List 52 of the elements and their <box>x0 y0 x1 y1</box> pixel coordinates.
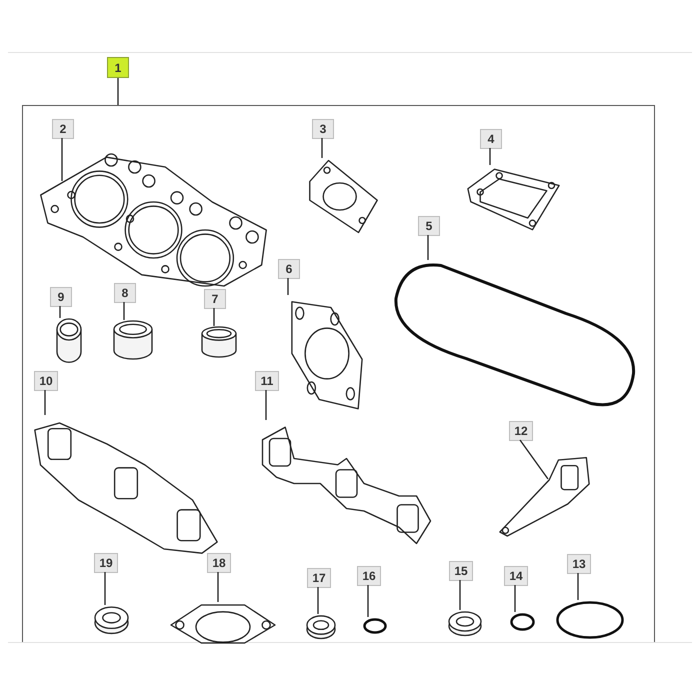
leader-line <box>427 235 429 260</box>
washer-drawing <box>94 606 129 634</box>
leader-line <box>117 78 119 105</box>
leader-line <box>367 585 369 617</box>
callout-number: 6 <box>278 259 300 279</box>
leader-line <box>577 573 579 600</box>
gasket-drawing <box>466 166 561 231</box>
callout-number: 13 <box>567 554 591 574</box>
leader-line <box>59 306 61 318</box>
leader-line <box>123 302 125 320</box>
leader-line <box>44 390 46 415</box>
callout-number: 4 <box>480 129 502 149</box>
leader-line <box>104 572 106 605</box>
washer-drawing <box>448 611 482 636</box>
leader-line <box>287 278 289 295</box>
callout-number: 16 <box>357 566 381 586</box>
leader-line <box>514 585 516 612</box>
washer-drawing <box>306 615 336 639</box>
leader-line <box>321 138 323 158</box>
leader-line <box>519 440 549 480</box>
leader-line <box>213 308 215 326</box>
callout-number: 7 <box>204 289 226 309</box>
callout-number: 10 <box>34 371 58 391</box>
callout-number: 17 <box>307 568 331 588</box>
kit-frame <box>22 105 655 642</box>
leader-line <box>217 572 219 602</box>
callout-number: 9 <box>50 287 72 307</box>
callout-number: 1 <box>107 57 129 78</box>
gasket-drawing <box>306 159 381 234</box>
callout-number: 3 <box>312 119 334 139</box>
leader-line <box>489 148 491 165</box>
leader-line <box>265 390 267 420</box>
callout-number: 2 <box>52 119 74 139</box>
gasket-drawing <box>498 456 591 536</box>
flange-gasket-drawing <box>169 603 277 643</box>
callout-number: 12 <box>509 421 533 441</box>
seal-drawing <box>113 321 153 359</box>
leader-line <box>317 587 319 614</box>
valve-seal-drawing <box>56 319 82 361</box>
o-ring-drawing <box>363 618 387 634</box>
callout-number: 19 <box>94 553 118 573</box>
callout-number: 14 <box>504 566 528 586</box>
o-ring-drawing <box>510 613 535 631</box>
seal-drawing <box>201 327 237 357</box>
callout-number: 11 <box>255 371 279 391</box>
o-ring-drawing <box>556 601 624 639</box>
leader-line <box>459 580 461 610</box>
callout-number: 18 <box>207 553 231 573</box>
leader-line <box>61 138 63 181</box>
callout-number: 15 <box>449 561 473 581</box>
callout-number: 5 <box>418 216 440 236</box>
callout-number: 8 <box>114 283 136 303</box>
